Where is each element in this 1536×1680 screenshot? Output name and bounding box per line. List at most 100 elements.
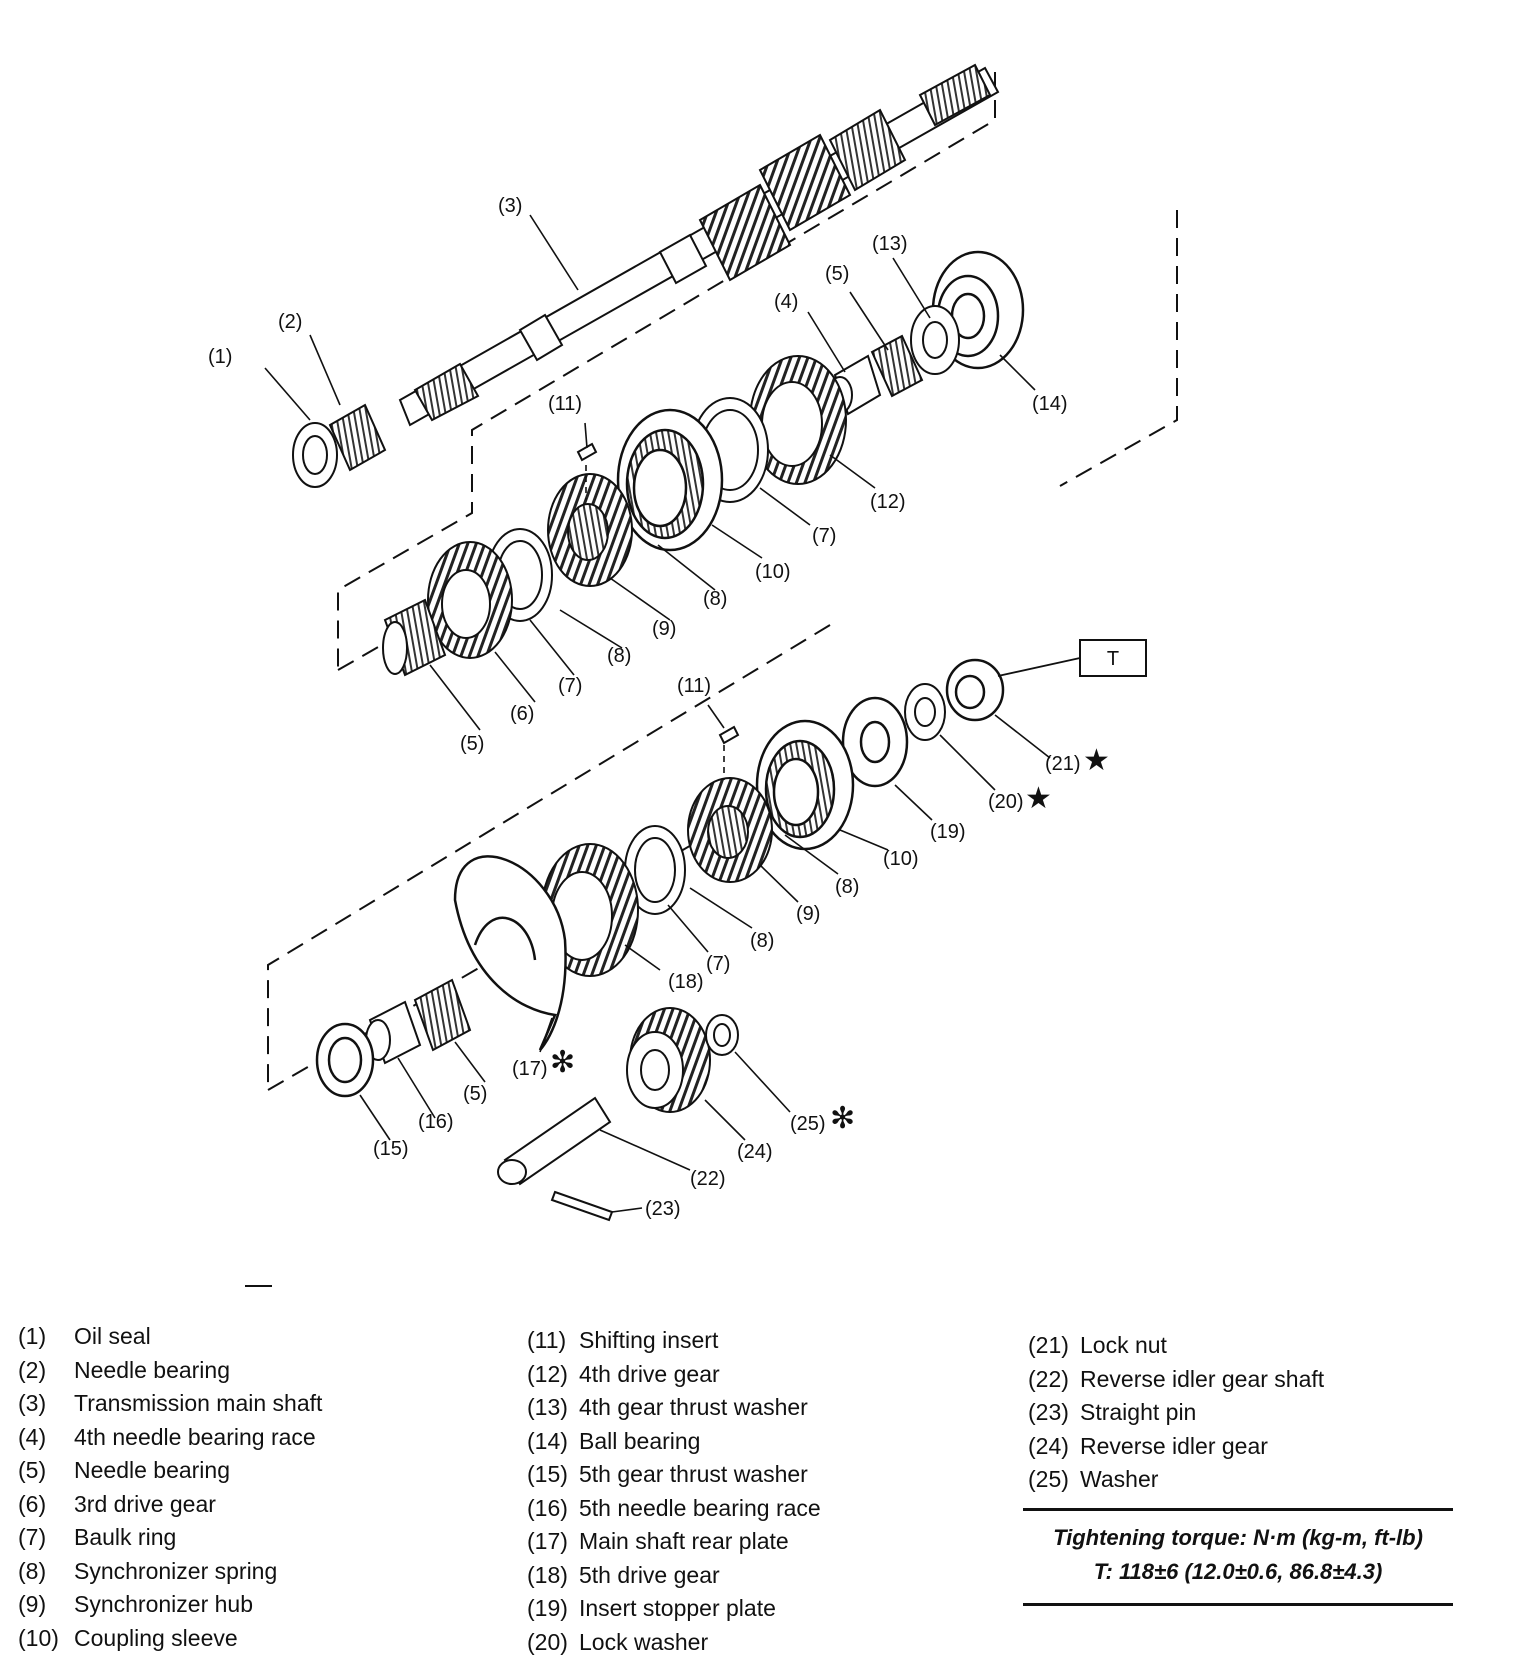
callout: (8) xyxy=(835,876,859,898)
legend-item: (13) 4th gear thrust washer xyxy=(527,1391,821,1425)
torque-value: T: 118±6 (12.0±0.6, 86.8±4.3) xyxy=(1093,1559,1383,1584)
legend-item-number: (8) xyxy=(18,1557,47,1584)
legend-item: (7) Baulk ring xyxy=(18,1521,322,1555)
callout: (12) xyxy=(870,491,906,513)
legend-item: (15)5th gear thrust washer xyxy=(527,1458,821,1492)
insert-stopper-plate xyxy=(841,696,909,788)
legend-item-label: Lock nut xyxy=(1080,1332,1167,1358)
legend-item: (11)Shifting insert xyxy=(527,1324,821,1358)
legend-item: (3) Transmission main shaft xyxy=(18,1387,322,1421)
reverse-idler-gear xyxy=(626,1007,711,1113)
callout: (9) xyxy=(652,618,676,640)
callout: (10) xyxy=(755,561,791,583)
legend-item-number: (22) xyxy=(1028,1365,1069,1392)
drive-gear-3rd xyxy=(427,541,513,659)
legend-item-label: 5th drive gear xyxy=(579,1561,720,1588)
legend-item-number: (24) xyxy=(1028,1432,1069,1459)
legend-item-label: 4th drive gear xyxy=(579,1360,720,1387)
legend-item-number: (10) xyxy=(18,1624,59,1651)
callout: (15) xyxy=(373,1138,409,1160)
legend-item-number: (5) xyxy=(18,1457,47,1483)
tightening-torque-box: Tightening torque: N·m (kg-m, ft-lb) T: … xyxy=(1023,1508,1453,1606)
legend-item-label: Transmission main shaft xyxy=(74,1390,323,1416)
callout: (22) xyxy=(690,1168,726,1190)
legend-item-number: (16) xyxy=(527,1494,568,1521)
needle-bearing-5th xyxy=(413,978,472,1052)
transmission-main-shaft xyxy=(398,63,1000,427)
callout: (24) xyxy=(737,1141,773,1163)
legend-item: (17) Main shaft rear plate xyxy=(527,1525,821,1559)
callout: (8) xyxy=(703,588,727,610)
coupling-sleeve-lower xyxy=(755,719,855,851)
legend-column-3: (21) Lock nut (22) Reverse idler gear shaft… xyxy=(1028,1329,1324,1497)
callout-labels: (1) (2) (3) (4) (5) (13) (14) (12) (7) (… xyxy=(208,195,1110,1220)
star-symbol: ★ xyxy=(1025,781,1052,816)
legend-item-number: (21) xyxy=(1028,1332,1069,1358)
legend-item-label: 5th gear thrust washer xyxy=(579,1461,808,1487)
synchronizer-hub-lower xyxy=(687,777,773,883)
legend-item-number: (13) xyxy=(527,1394,568,1420)
legend-item: (2) Needle bearing xyxy=(18,1354,322,1388)
callout: (14) xyxy=(1032,393,1068,415)
leader-lines xyxy=(264,214,1051,1213)
callout: (16) xyxy=(418,1111,454,1133)
callout: (20) xyxy=(988,791,1024,813)
legend-item-number: (14) xyxy=(527,1427,568,1454)
reverse-idler-gear-shaft xyxy=(497,1096,612,1186)
legend-item-label: 5th needle bearing race xyxy=(579,1494,821,1521)
legend-item: (24)Reverse idler gear xyxy=(1028,1430,1324,1464)
oil-seal xyxy=(292,422,338,488)
legend-item-label: Needle bearing xyxy=(74,1356,231,1383)
legend-item-number: (9) xyxy=(18,1591,47,1617)
callout: (3) xyxy=(498,195,522,217)
legend-item: (9)Synchronizer hub xyxy=(18,1588,322,1622)
legend-item: (8)Synchronizer spring xyxy=(18,1555,322,1589)
legend-item: (16) 5th needle bearing race xyxy=(527,1492,821,1526)
legend-item: (18) 5th drive gear xyxy=(527,1559,821,1593)
legend-item-label: 4th gear thrust washer xyxy=(579,1394,808,1420)
callout: (8) xyxy=(750,930,774,952)
legend-item: (4)4th needle bearing race xyxy=(18,1421,322,1455)
legend-item-label: Ball bearing xyxy=(579,1427,701,1454)
legend-item: (12)4th drive gear xyxy=(527,1358,821,1392)
exploded-view-diagram: T xyxy=(208,63,1178,1287)
legend-item-number: (3) xyxy=(18,1390,47,1416)
callout: (11) xyxy=(677,675,711,697)
callout: (10) xyxy=(883,848,919,870)
legend-item-label: Washer xyxy=(1080,1466,1159,1492)
legend-item-number: (7) xyxy=(18,1524,47,1550)
legend-item-number: (18) xyxy=(527,1561,568,1588)
callout: (8) xyxy=(607,645,631,667)
thrust-washer-4th xyxy=(910,305,960,375)
svg-text:T: T xyxy=(1107,648,1119,670)
legend-item: (22) Reverse idler gear shaft xyxy=(1028,1363,1324,1397)
callout: (7) xyxy=(706,953,730,975)
shifting-insert-lower xyxy=(718,725,740,745)
legend-column-2: (11)Shifting insert(12)4th drive gear(13… xyxy=(527,1324,821,1659)
callout: (21) xyxy=(1045,753,1081,775)
legend-item-number: (19) xyxy=(527,1595,568,1621)
callout: (5) xyxy=(460,733,484,755)
legend-item-number: (2) xyxy=(18,1356,47,1383)
legend-item: (23)Straight pin xyxy=(1028,1396,1324,1430)
main-shaft-rear-plate xyxy=(453,855,567,1051)
legend-item: (10)Coupling sleeve xyxy=(18,1622,322,1656)
lock-nut xyxy=(945,658,1005,722)
callout: (25) xyxy=(790,1113,826,1135)
legend-item-label: Main shaft rear plate xyxy=(579,1528,789,1554)
callout: (11) xyxy=(548,393,582,415)
drive-gear-4th xyxy=(749,355,847,485)
needle-bearing-3rd xyxy=(382,598,447,677)
legend-item-label: Straight pin xyxy=(1080,1399,1197,1425)
callout: (5) xyxy=(825,263,849,285)
legend-item-label: Baulk ring xyxy=(74,1524,177,1550)
legend-item-label: Reverse idler gear shaft xyxy=(1080,1365,1325,1392)
legend-item-label: Lock washer xyxy=(579,1628,709,1655)
legend-item-number: (25) xyxy=(1028,1466,1069,1492)
legend-item-number: (17) xyxy=(527,1528,568,1554)
callout: (9) xyxy=(796,903,820,925)
callout: (23) xyxy=(645,1198,681,1220)
callout: (4) xyxy=(774,291,798,313)
legend-item-number: (1) xyxy=(18,1323,47,1349)
legend-item-label: Needle bearing xyxy=(74,1457,231,1483)
